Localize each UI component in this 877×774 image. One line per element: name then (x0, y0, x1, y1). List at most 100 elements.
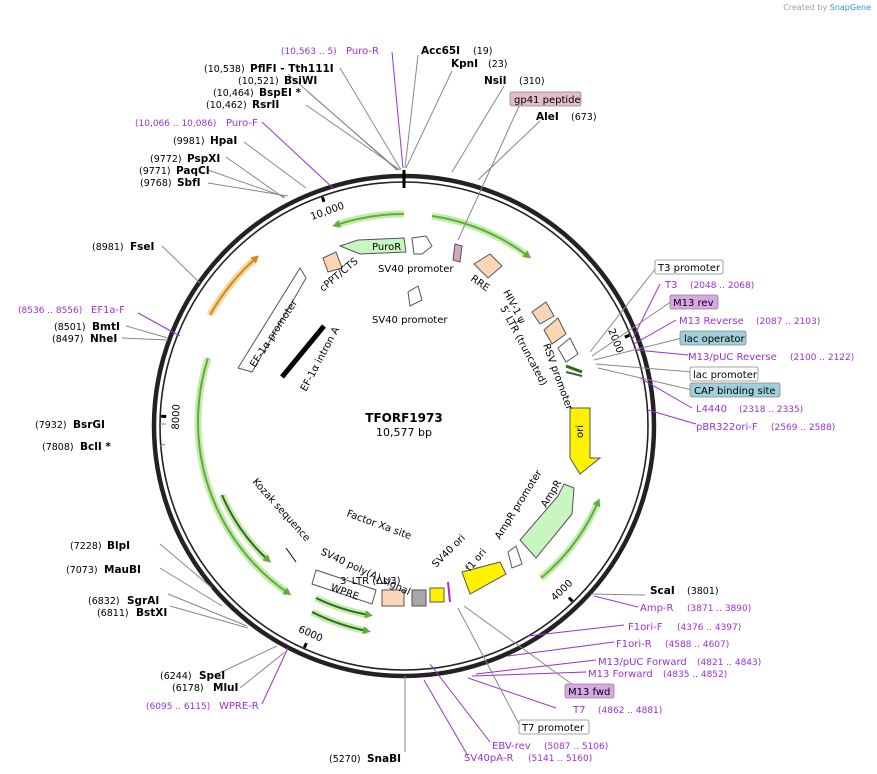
site-bcli-pos: (7808) (42, 442, 74, 453)
primer-pbr322ori-f-pos: (2569 .. 2588) (771, 423, 835, 433)
snapgene-brand: SnapGene (829, 3, 871, 12)
site-hpai: HpaI (210, 135, 237, 147)
primer-t7-pos: (4862 .. 4881) (598, 706, 662, 716)
site-fsei-pos: (8981) (92, 242, 124, 253)
tick-mark-10000 (320, 196, 326, 203)
site-spei: SpeI (199, 670, 225, 682)
primer-t7: T7 (572, 705, 585, 716)
tick-label-2000: 2000 (605, 327, 625, 355)
boxed-lines (457, 103, 693, 727)
site-paqci: PaqCI (176, 165, 210, 177)
feature-arcs (194, 210, 602, 635)
site-acc65i: Acc65I (421, 45, 460, 57)
tick-label-8000: 8000 (171, 404, 183, 430)
site-pflfi-pos: (10,538) (204, 64, 245, 75)
site-scai: ScaI (650, 585, 675, 597)
site-snabi-pos: (5270) (329, 754, 361, 765)
primer-l4440-pos: (2318 .. 2335) (739, 405, 803, 415)
primer-amp-r: Amp-R (640, 603, 674, 614)
leader-lines (121, 54, 646, 752)
site-pspxi-pos: (9772) (150, 154, 182, 165)
site-fsei: FseI (130, 241, 154, 253)
plasmid-size: 10,577 bp (376, 426, 432, 439)
site-bsiwi: BsiWI (284, 75, 317, 87)
boxed-t7-promoter: T7 promoter (521, 723, 585, 734)
backbone-ring (151, 170, 657, 679)
boxed-labels: gp41 peptide T3 promoter M13 rev lac ope… (509, 91, 781, 735)
tick-label-10000: 10,000 (309, 201, 346, 223)
primer-m13puc-reverse-pos: (2100 .. 2122) (790, 353, 854, 363)
feature-label-ef1a-promoter: EF-1α promoter (248, 297, 300, 369)
primer-m13puc-reverse: M13/pUC Reverse (688, 352, 777, 363)
primer-pbr322ori-f: pBR322ori-F (696, 422, 758, 433)
primer-m13-reverse: M13 Reverse (679, 316, 744, 327)
snapgene-credit: Created by SnapGene (783, 3, 871, 12)
site-bstxi-pos: (6811) (97, 608, 129, 619)
site-nsii: NsiI (484, 75, 507, 87)
site-paqci-pos: (9771) (139, 166, 171, 177)
primer-f1ori-r-pos: (4588 .. 4607) (665, 640, 729, 650)
site-maubi-pos: (7073) (66, 565, 98, 576)
site-maubi: MauBI (104, 564, 141, 576)
primer-f1ori-f-pos: (4376 .. 4397) (677, 623, 741, 633)
site-hpai-pos: (9981) (173, 136, 205, 147)
boxed-m13-rev: M13 rev (673, 298, 714, 309)
feature-label-ef1a-intron: EF-1α intron A (299, 325, 342, 393)
feature-label-factor-xa: Factor Xa site (345, 508, 413, 542)
primer-amp-r-pos: (3871 .. 3890) (687, 604, 751, 614)
primer-ebv-rev: EBV-rev (492, 741, 531, 752)
site-rsrii: RsrII (252, 99, 279, 111)
site-snabi: SnaBI (367, 753, 401, 765)
primers: Puro-R (10,563 .. 5) Puro-F (10,066 .. 1… (18, 46, 854, 764)
primer-ef1a-f: EF1a-F (91, 305, 125, 316)
primer-wpre-r-pos: (6095 .. 6115) (146, 702, 210, 712)
primer-wpre-r: WPRE-R (219, 701, 259, 712)
site-bsrgi-pos: (7932) (35, 420, 67, 431)
site-sbfi-pos: (9768) (140, 178, 172, 189)
site-scai-pos: (3801) (687, 586, 719, 597)
site-acc65i-pos: (19) (473, 46, 493, 57)
primer-m13-forward-pos: (4835 .. 4852) (663, 670, 727, 680)
boxed-gp41-peptide: gp41 peptide (514, 95, 581, 106)
primer-m13-forward: M13 Forward (588, 669, 653, 680)
site-mlui-pos: (6178) (172, 683, 204, 694)
site-kpni-pos: (23) (488, 59, 508, 70)
site-pspxi: PspXI (187, 153, 220, 165)
site-pflfi-tth111i: PflFI - Tth111I (250, 63, 334, 75)
primer-f1ori-f: F1ori-F (628, 622, 663, 633)
boxed-t3-promoter: T3 promoter (657, 263, 721, 274)
boxed-lac-promoter: lac promoter (693, 370, 758, 381)
site-bsiwi-pos: (10,521) (238, 76, 279, 87)
site-blpi: BlpI (107, 540, 130, 552)
primer-puro-f-pos: (10,066 .. 10,086) (135, 119, 216, 129)
site-alei-pos: (673) (571, 112, 597, 123)
site-bmti: BmtI (92, 321, 120, 333)
tick-mark-6000 (302, 642, 308, 649)
site-bmti-pos: (8501) (54, 322, 86, 333)
site-mlui: MluI (213, 682, 238, 694)
primer-t3-pos: (2048 .. 2068) (690, 281, 754, 291)
boxed-cap-binding-site: CAP binding site (694, 386, 776, 397)
primer-ef1a-f-pos: (8536 .. 8556) (18, 306, 82, 316)
plasmid-title-group: TFORF1973 10,577 bp (365, 411, 442, 439)
restriction-sites: Acc65I (19) KpnI (23) NsiI (310) AleI (6… (35, 45, 719, 765)
site-sgrai-pos: (6832) (88, 596, 120, 607)
feature-label-ori: ori (575, 425, 586, 438)
primer-puro-f: Puro-F (226, 118, 258, 129)
site-spei-pos: (6244) (160, 671, 192, 682)
primer-t3: T3 (664, 280, 677, 291)
site-sgrai: SgrAI (127, 595, 159, 607)
primer-puro-r: Puro-R (346, 46, 379, 57)
feature-label-3ltr: 3′ LTR (ΔU3) (340, 576, 401, 587)
site-bcli: BclI * (80, 441, 111, 453)
site-blpi-pos: (7228) (70, 541, 102, 552)
primer-m13puc-forward: M13/pUC Forward (598, 657, 687, 668)
feature-label-puror: PuroR (372, 242, 401, 253)
primer-sv40pa-r: SV40pA-R (464, 753, 513, 764)
site-bspei-pos: (10,464) (213, 88, 254, 99)
primer-ebv-rev-pos: (5087 .. 5106) (544, 742, 608, 752)
feature-label-sv40-promoter-inner: SV40 promoter (372, 315, 448, 326)
primer-sv40pa-r-pos: (5141 .. 5160) (528, 754, 592, 764)
site-bstxi: BstXI (136, 607, 167, 619)
